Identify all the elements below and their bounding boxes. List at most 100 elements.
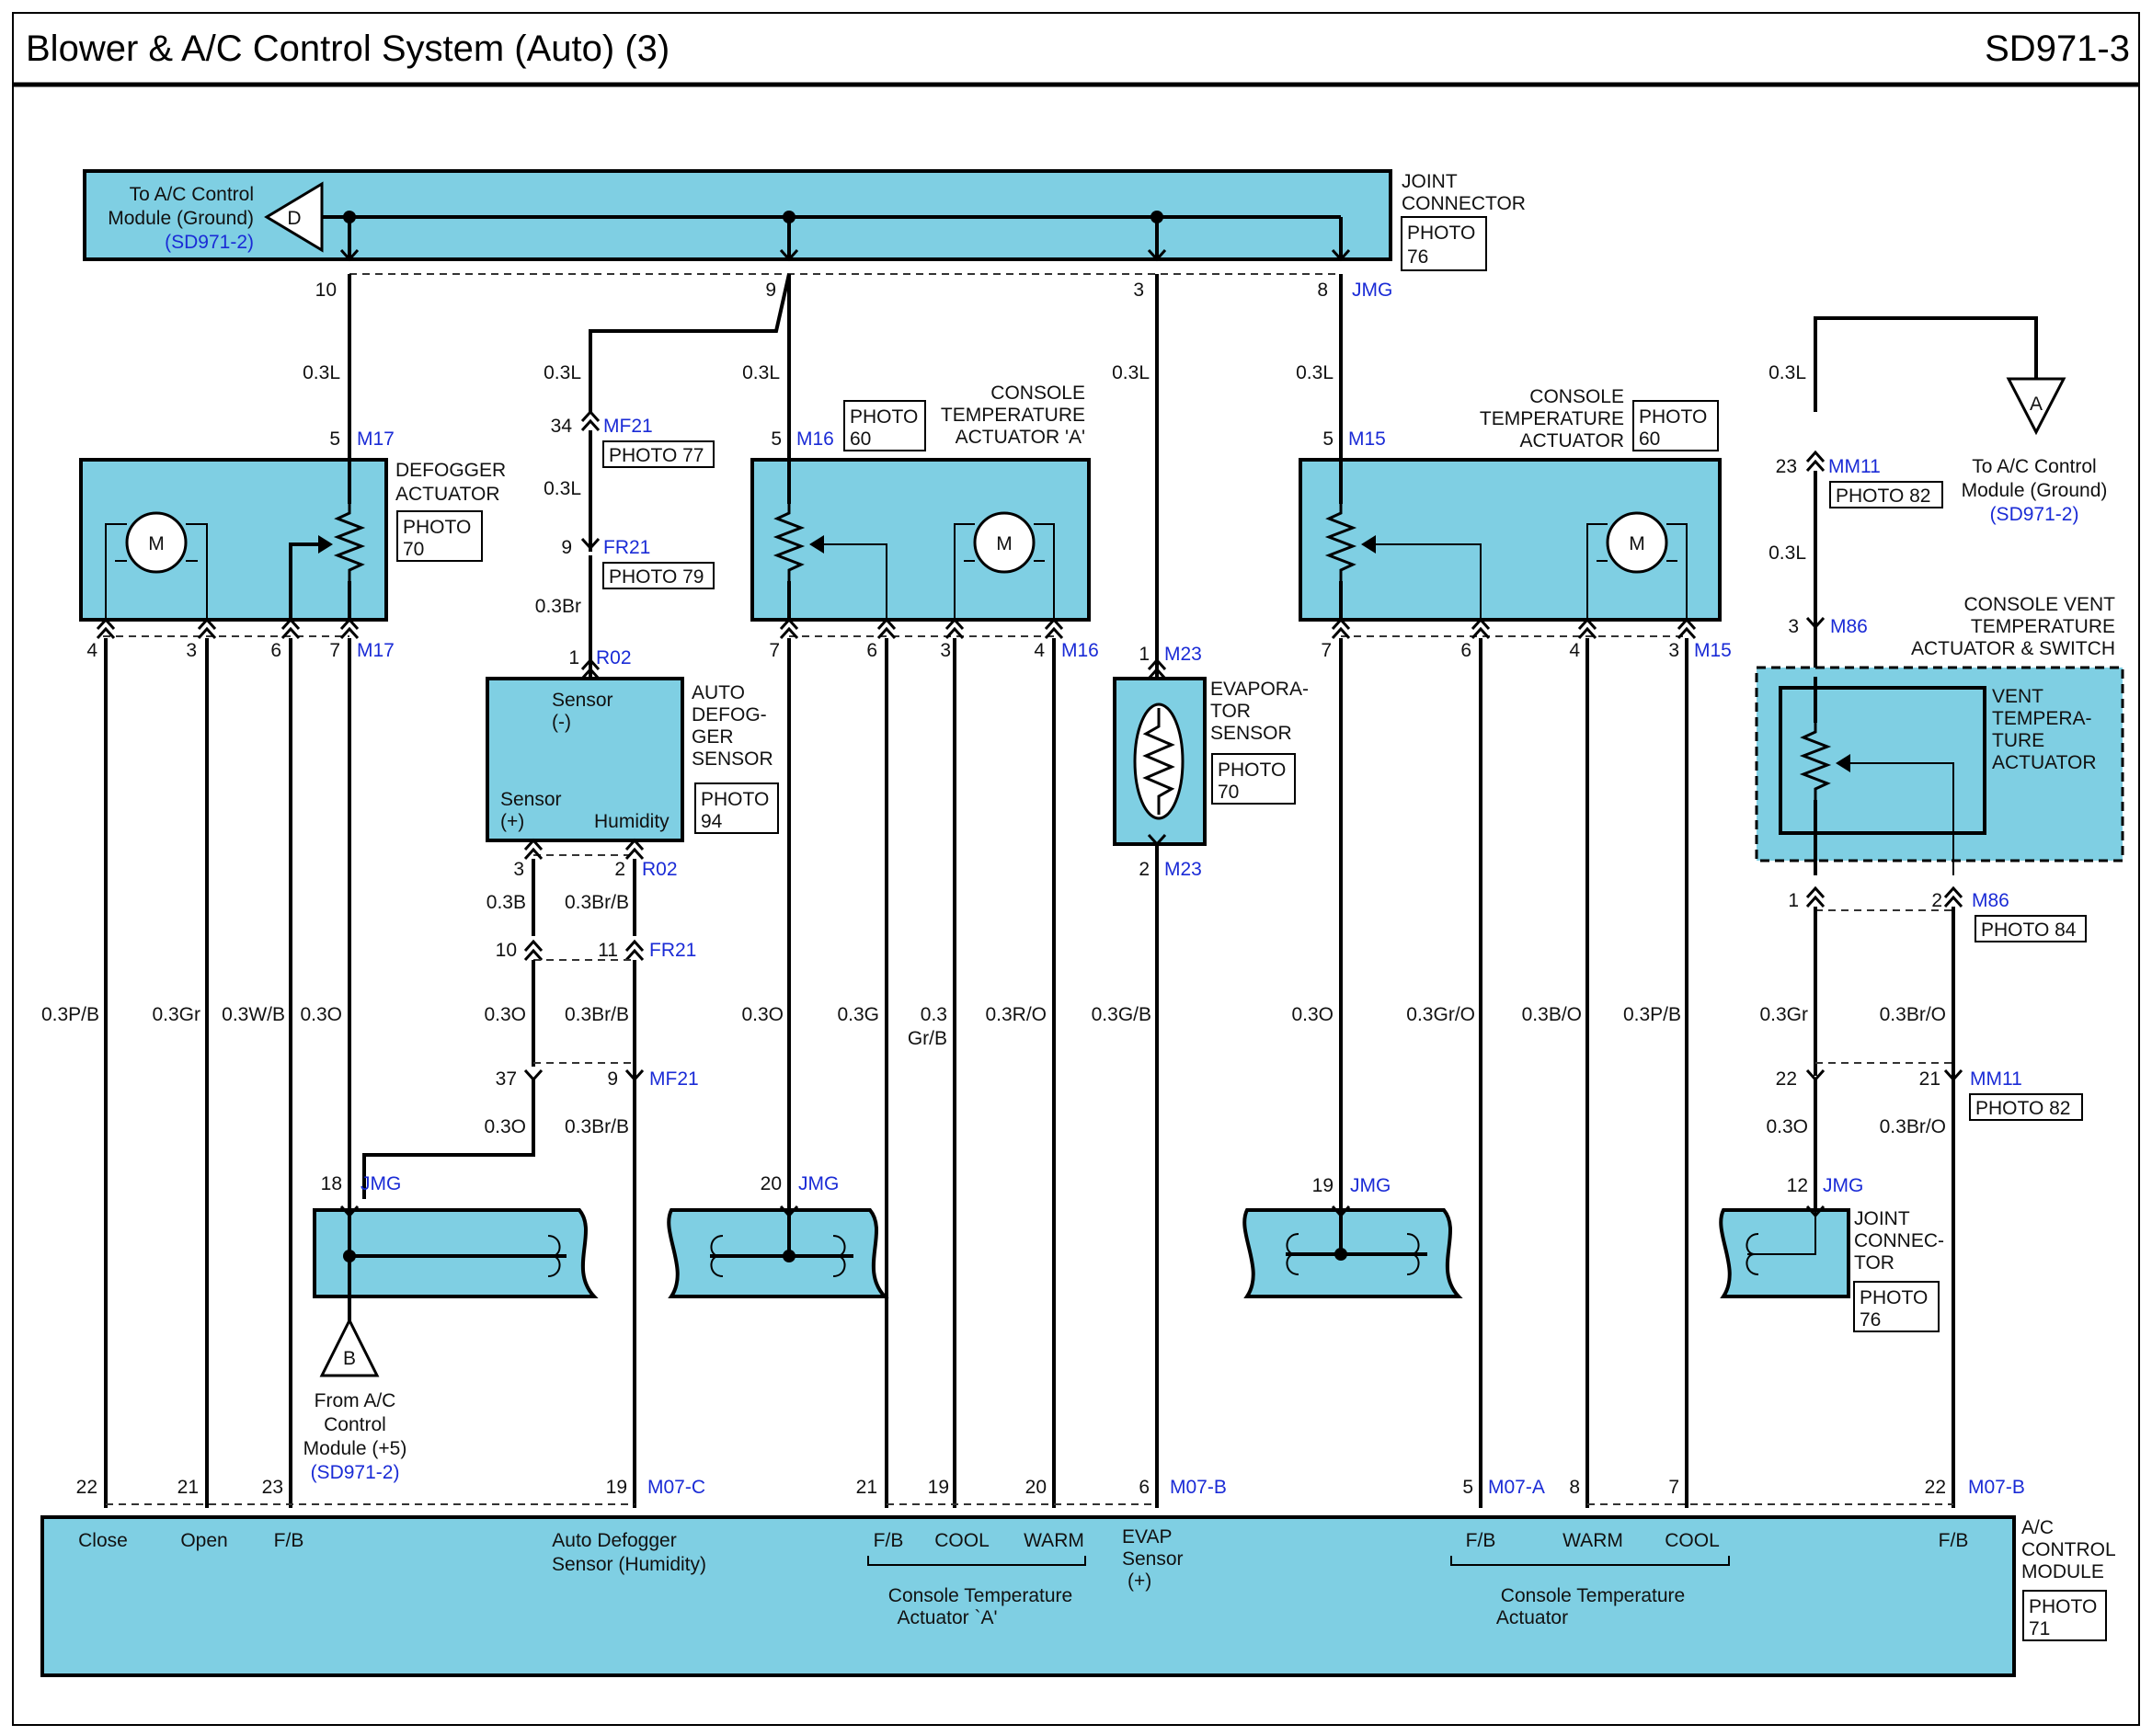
pin-top-10: 10 xyxy=(315,280,337,301)
joint-connector-left xyxy=(313,1205,599,1348)
motor-icon xyxy=(973,511,1036,574)
console-b-label3: ACTUATOR xyxy=(1519,430,1624,451)
console-b-photo2[interactable]: 60 xyxy=(1639,428,1660,450)
sensor-humidity: Humidity xyxy=(594,811,670,832)
pin-mod-22b: 22 xyxy=(1925,1477,1946,1498)
term-grp-b2: Actuator xyxy=(1496,1607,1568,1628)
wire-label: 0.3L xyxy=(544,362,581,383)
conn-m15-top: M15 xyxy=(1348,428,1386,450)
pin-m15-6: 6 xyxy=(1460,640,1471,661)
console-a-photo2[interactable]: 60 xyxy=(850,428,871,450)
pin-mod-6: 6 xyxy=(1139,1477,1150,1498)
console-a-label1: CONSOLE xyxy=(990,383,1085,404)
pin-m15-7: 7 xyxy=(1321,640,1332,661)
pin-m15-3: 3 xyxy=(1668,640,1679,661)
wire-label: 0.3P/B xyxy=(41,1004,99,1025)
joint-right-photo1[interactable]: PHOTO xyxy=(1860,1287,1928,1308)
auto-defogger-sensor: Sensor (-) Sensor (+) Humidity xyxy=(486,677,684,842)
term-cool2: COOL xyxy=(1665,1530,1720,1551)
conn-m17-top: M17 xyxy=(357,428,395,450)
wire-label: 0.3Br/B xyxy=(565,1004,629,1025)
ground-ref-link[interactable]: (SD971-2) xyxy=(165,232,254,253)
wire-label: 0.3G/B xyxy=(1092,1004,1151,1025)
evap-label3: SENSOR xyxy=(1210,723,1292,744)
wire-label: 0.3Gr xyxy=(152,1004,200,1025)
conn-mm11-top: MM11 xyxy=(1828,456,1881,477)
joint-right-photo2[interactable]: 76 xyxy=(1860,1309,1881,1331)
conn-jmg-20: JMG xyxy=(798,1173,839,1194)
vent-inner4: ACTUATOR xyxy=(1992,752,2097,773)
pin-mm11-22: 22 xyxy=(1776,1068,1797,1090)
wire-label: 0.3L xyxy=(1112,362,1150,383)
joint-top-photo2[interactable]: 76 xyxy=(1407,246,1428,268)
term-grp-a2: Actuator `A' xyxy=(897,1607,997,1628)
module-label3: MODULE xyxy=(2021,1561,2104,1582)
module-photo1[interactable]: PHOTO xyxy=(2029,1596,2097,1617)
console-vent-temp-actuator-switch xyxy=(1755,666,2124,875)
defog-photo2[interactable]: 70 xyxy=(403,539,424,560)
motor-icon xyxy=(1606,511,1668,574)
auto-sensor-label3: GER xyxy=(692,726,734,748)
evap-photo2[interactable]: 70 xyxy=(1218,782,1239,803)
pin-mm11-23: 23 xyxy=(1776,456,1797,477)
evap-photo1[interactable]: PHOTO xyxy=(1218,760,1286,781)
sensor-pos-1: Sensor xyxy=(500,789,562,810)
joint-top-photo1[interactable]: PHOTO xyxy=(1407,223,1475,244)
pin-m86-1: 1 xyxy=(1788,890,1799,911)
term-warm2: WARM xyxy=(1562,1530,1623,1551)
mm11-photo-top[interactable]: PHOTO 82 xyxy=(1836,485,1930,507)
motor-m: M xyxy=(148,533,165,554)
pin-m23-1: 1 xyxy=(1139,644,1150,665)
conn-m17-bottom: M17 xyxy=(357,640,395,661)
pin-mm11-21: 21 xyxy=(1919,1068,1940,1090)
term-evap3: (+) xyxy=(1128,1570,1151,1592)
console-b-label2: TEMPERATURE xyxy=(1480,408,1624,429)
pin-jmg-12: 12 xyxy=(1787,1175,1808,1196)
console-a-photo1[interactable]: PHOTO xyxy=(850,406,918,428)
motor-m: M xyxy=(1629,533,1645,554)
ground-a-link[interactable]: (SD971-2) xyxy=(1990,504,2079,525)
auto-sensor-photo1[interactable]: PHOTO xyxy=(701,789,769,810)
vent-inner2: TEMPERA- xyxy=(1992,708,2092,729)
source-b-link[interactable]: (SD971-2) xyxy=(311,1462,400,1483)
conn-m16-bottom: M16 xyxy=(1061,640,1099,661)
mf21-photo[interactable]: PHOTO 77 xyxy=(609,445,704,466)
fr21-photo[interactable]: PHOTO 79 xyxy=(609,566,704,588)
module-photo2[interactable]: 71 xyxy=(2029,1618,2050,1639)
auto-sensor-label2: DEFOG- xyxy=(692,704,767,725)
conn-jmg-18: JMG xyxy=(361,1173,401,1194)
conn-mf21-lower: MF21 xyxy=(649,1068,699,1090)
term-fb4: F/B xyxy=(1939,1530,1969,1551)
joint-right-label1: JOINT xyxy=(1854,1208,1910,1229)
pin-m15-5: 5 xyxy=(1322,428,1334,450)
sensor-neg-1: Sensor xyxy=(552,690,613,711)
pin-m16-3: 3 xyxy=(940,640,951,661)
joint-connector-right xyxy=(1719,1205,1850,1298)
joint-top-label2: CONNECTOR xyxy=(1402,193,1526,214)
console-b-photo1[interactable]: PHOTO xyxy=(1639,406,1707,428)
wire-label: 0.3O xyxy=(484,1004,526,1025)
conn-m07a: M07-A xyxy=(1488,1477,1545,1498)
wire-label: 0.3L xyxy=(1296,362,1334,383)
conn-m23-bottom: M23 xyxy=(1164,859,1202,880)
diagram-code: SD971-3 xyxy=(1985,29,2130,69)
pin-defog-5: 5 xyxy=(329,428,340,450)
pin-jmg-18: 18 xyxy=(321,1173,342,1194)
evaporator-sensor xyxy=(1113,677,1207,846)
defog-photo1[interactable]: PHOTO xyxy=(403,517,471,538)
m86-photo[interactable]: PHOTO 84 xyxy=(1981,919,2077,941)
term-warm1: WARM xyxy=(1024,1530,1084,1551)
conn-m86-bottom: M86 xyxy=(1972,890,2009,911)
pin-mf21-37: 37 xyxy=(496,1068,517,1090)
wire-label: 0.3Br/O xyxy=(1880,1004,1946,1025)
wire-label: 0.3R/O xyxy=(985,1004,1047,1025)
auto-sensor-photo2[interactable]: 94 xyxy=(701,811,723,832)
pin-mod-8: 8 xyxy=(1569,1477,1580,1498)
motor-icon xyxy=(125,511,188,574)
defog-label2: ACTUATOR xyxy=(395,484,500,505)
pin-m16-4: 4 xyxy=(1034,640,1045,661)
wire-label: 0.3L xyxy=(1769,542,1806,564)
mm11-photo-bottom[interactable]: PHOTO 82 xyxy=(1975,1098,2070,1119)
sensor-pos-2: (+) xyxy=(500,811,524,832)
